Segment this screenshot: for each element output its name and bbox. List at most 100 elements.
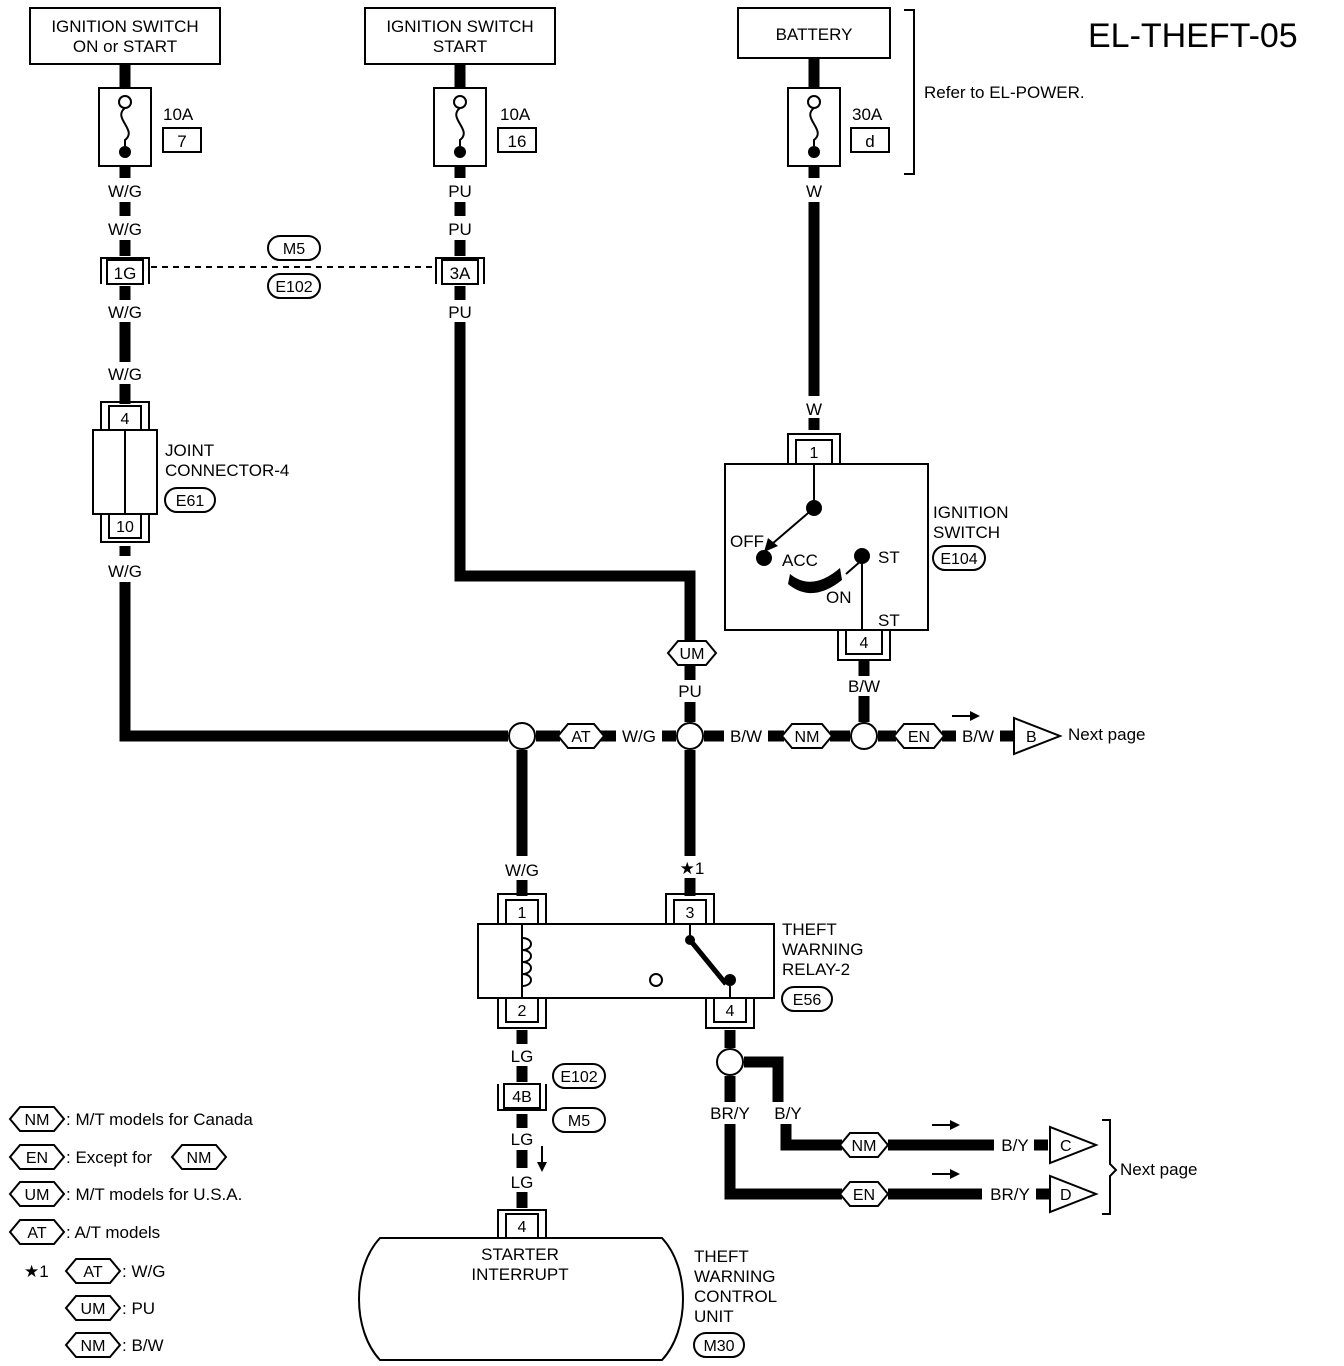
down-arrow [537,1146,547,1172]
wire-label-bry: BR/Y [710,1104,750,1123]
option-um-label: UM [680,646,705,663]
fuse-d-rating: 30A [852,105,883,124]
control-unit-label-line2: WARNING [694,1267,776,1286]
control-unit-pin-4: 4 [518,1219,527,1236]
joint-pin-10: 10 [116,519,134,536]
wire-label-by: B/Y [774,1104,801,1123]
splice-wg [508,722,536,750]
wire-label-wg: W/G [108,303,142,322]
theft-warning-relay: 1 3 2 4 [477,893,775,1029]
next-page-label-cd: Next page [1120,1160,1198,1179]
switch-pos-on: ON [826,588,852,607]
fuse-10a-7 [98,87,152,178]
relay-label-line1: THEFT [782,920,837,939]
next-page-d: D [1049,1174,1099,1214]
joint-pin-4: 4 [121,411,130,428]
next-d-label: D [1060,1187,1072,1204]
wire-label-w: W [806,182,822,201]
legend-nm-desc: : M/T models for Canada [66,1110,253,1129]
legend-star-at-desc: : W/G [122,1262,165,1281]
switch-pos-acc: ACC [782,551,818,570]
fuse-7-rating: 10A [163,105,194,124]
wire-label-bw: B/W [848,677,880,696]
source-ignition-start-line1: IGNITION SWITCH [386,17,533,36]
ignition-label-line2: SWITCH [933,523,1000,542]
relay-label-line2: WARNING [782,940,864,959]
connector-3a: 3A [435,257,485,285]
wire-label-lg: LG [511,1130,534,1149]
splice-bw [850,722,878,750]
legend-star-nm-desc: : B/W [122,1336,164,1355]
relay-label-line3: RELAY-2 [782,960,850,979]
legend-star-at-tag: AT [83,1264,102,1281]
option-tag-um: UM [666,640,718,666]
splice-relay-out [716,1048,744,1076]
fuse-10a-16 [433,87,487,178]
ignition-pin-1: 1 [810,445,819,462]
wire-label-bw: B/W [730,727,762,746]
source-ignition-start-line2: START [433,37,487,56]
connector-m5-label: M5 [283,241,305,258]
battery-label: BATTERY [776,25,853,44]
splice-pu [676,722,704,750]
source-ignition-on-start-line1: IGNITION SWITCH [51,17,198,36]
page-title: EL-THEFT-05 [1088,17,1298,55]
wire-label-wg: W/G [622,727,656,746]
legend-star-um-desc: : PU [122,1299,155,1318]
wire-label-pu: PU [448,220,472,239]
relay-code: E56 [793,992,822,1009]
wire-label-bry: BR/Y [990,1185,1030,1204]
ignition-code: E104 [940,551,977,568]
legend-um-tag: UM [25,1187,50,1204]
connector-3a-label: 3A [450,264,471,283]
legend-star-um-tag: UM [81,1301,106,1318]
wire-label-wg: W/G [108,562,142,581]
relay-pin-3: 3 [686,905,695,922]
ignition-label-line1: IGNITION [933,503,1009,522]
switch-pos-st: ST [878,548,900,567]
switch-pos-off: OFF [730,532,764,551]
starter-interrupt-line1: STARTER [481,1245,559,1264]
option-nm-label: NM [795,729,820,746]
wire-label-pu: PU [448,182,472,201]
connector-1g-label: 1G [114,264,137,283]
wires [119,58,1050,1208]
option-nm-label-2: NM [852,1138,877,1155]
legend-at-desc: : A/T models [66,1223,160,1242]
legend: NM : M/T models for Canada EN : Except f… [8,1106,253,1358]
wire-label-pu: PU [448,303,472,322]
wire-label-wg: W/G [108,365,142,384]
next-b-label: B [1026,729,1037,746]
fuse-7-number: 7 [177,132,186,151]
starter-interrupt-line2: INTERRUPT [471,1265,568,1284]
fuse-16-number: 16 [508,132,527,151]
connector-1g: 1G [100,257,150,285]
relay-pin-1: 1 [518,905,527,922]
wire-label-wg: W/G [108,182,142,201]
fuse-16-rating: 10A [500,105,531,124]
wire-label-wg: W/G [108,220,142,239]
relay-pin-2: 2 [518,1003,527,1020]
source-ignition-on-start: IGNITION SWITCH ON or START [29,7,221,65]
source-ignition-on-start-line2: ON or START [73,37,177,56]
wire-labels: W/G W/G W/G W/G W/G PU PU PU PU W W B/W … [108,182,1030,1204]
legend-star: ★1 [24,1262,49,1281]
option-tag-en-out: EN [838,1181,890,1207]
control-unit-label-line4: UNIT [694,1307,734,1326]
option-at-label: AT [571,729,590,746]
switch-st-output: ST [878,611,900,630]
source-ignition-start: IGNITION SWITCH START [364,7,556,65]
fuse-30a-d [787,87,841,178]
connector-4b-label: 4B [512,1089,532,1106]
fuse-d-number: d [865,132,874,151]
option-en-label: EN [908,729,930,746]
next-page-b: B [1013,716,1063,756]
option-tag-nm: NM [780,723,834,749]
option-en-label-2: EN [853,1187,875,1204]
next-page-label-b: Next page [1068,725,1146,744]
ignition-pin-4: 4 [860,635,869,652]
next-c-label: C [1060,1138,1072,1155]
control-unit-code: M30 [703,1338,734,1355]
wire-label-lg: LG [511,1173,534,1192]
direction-arrow-d [932,1169,960,1179]
